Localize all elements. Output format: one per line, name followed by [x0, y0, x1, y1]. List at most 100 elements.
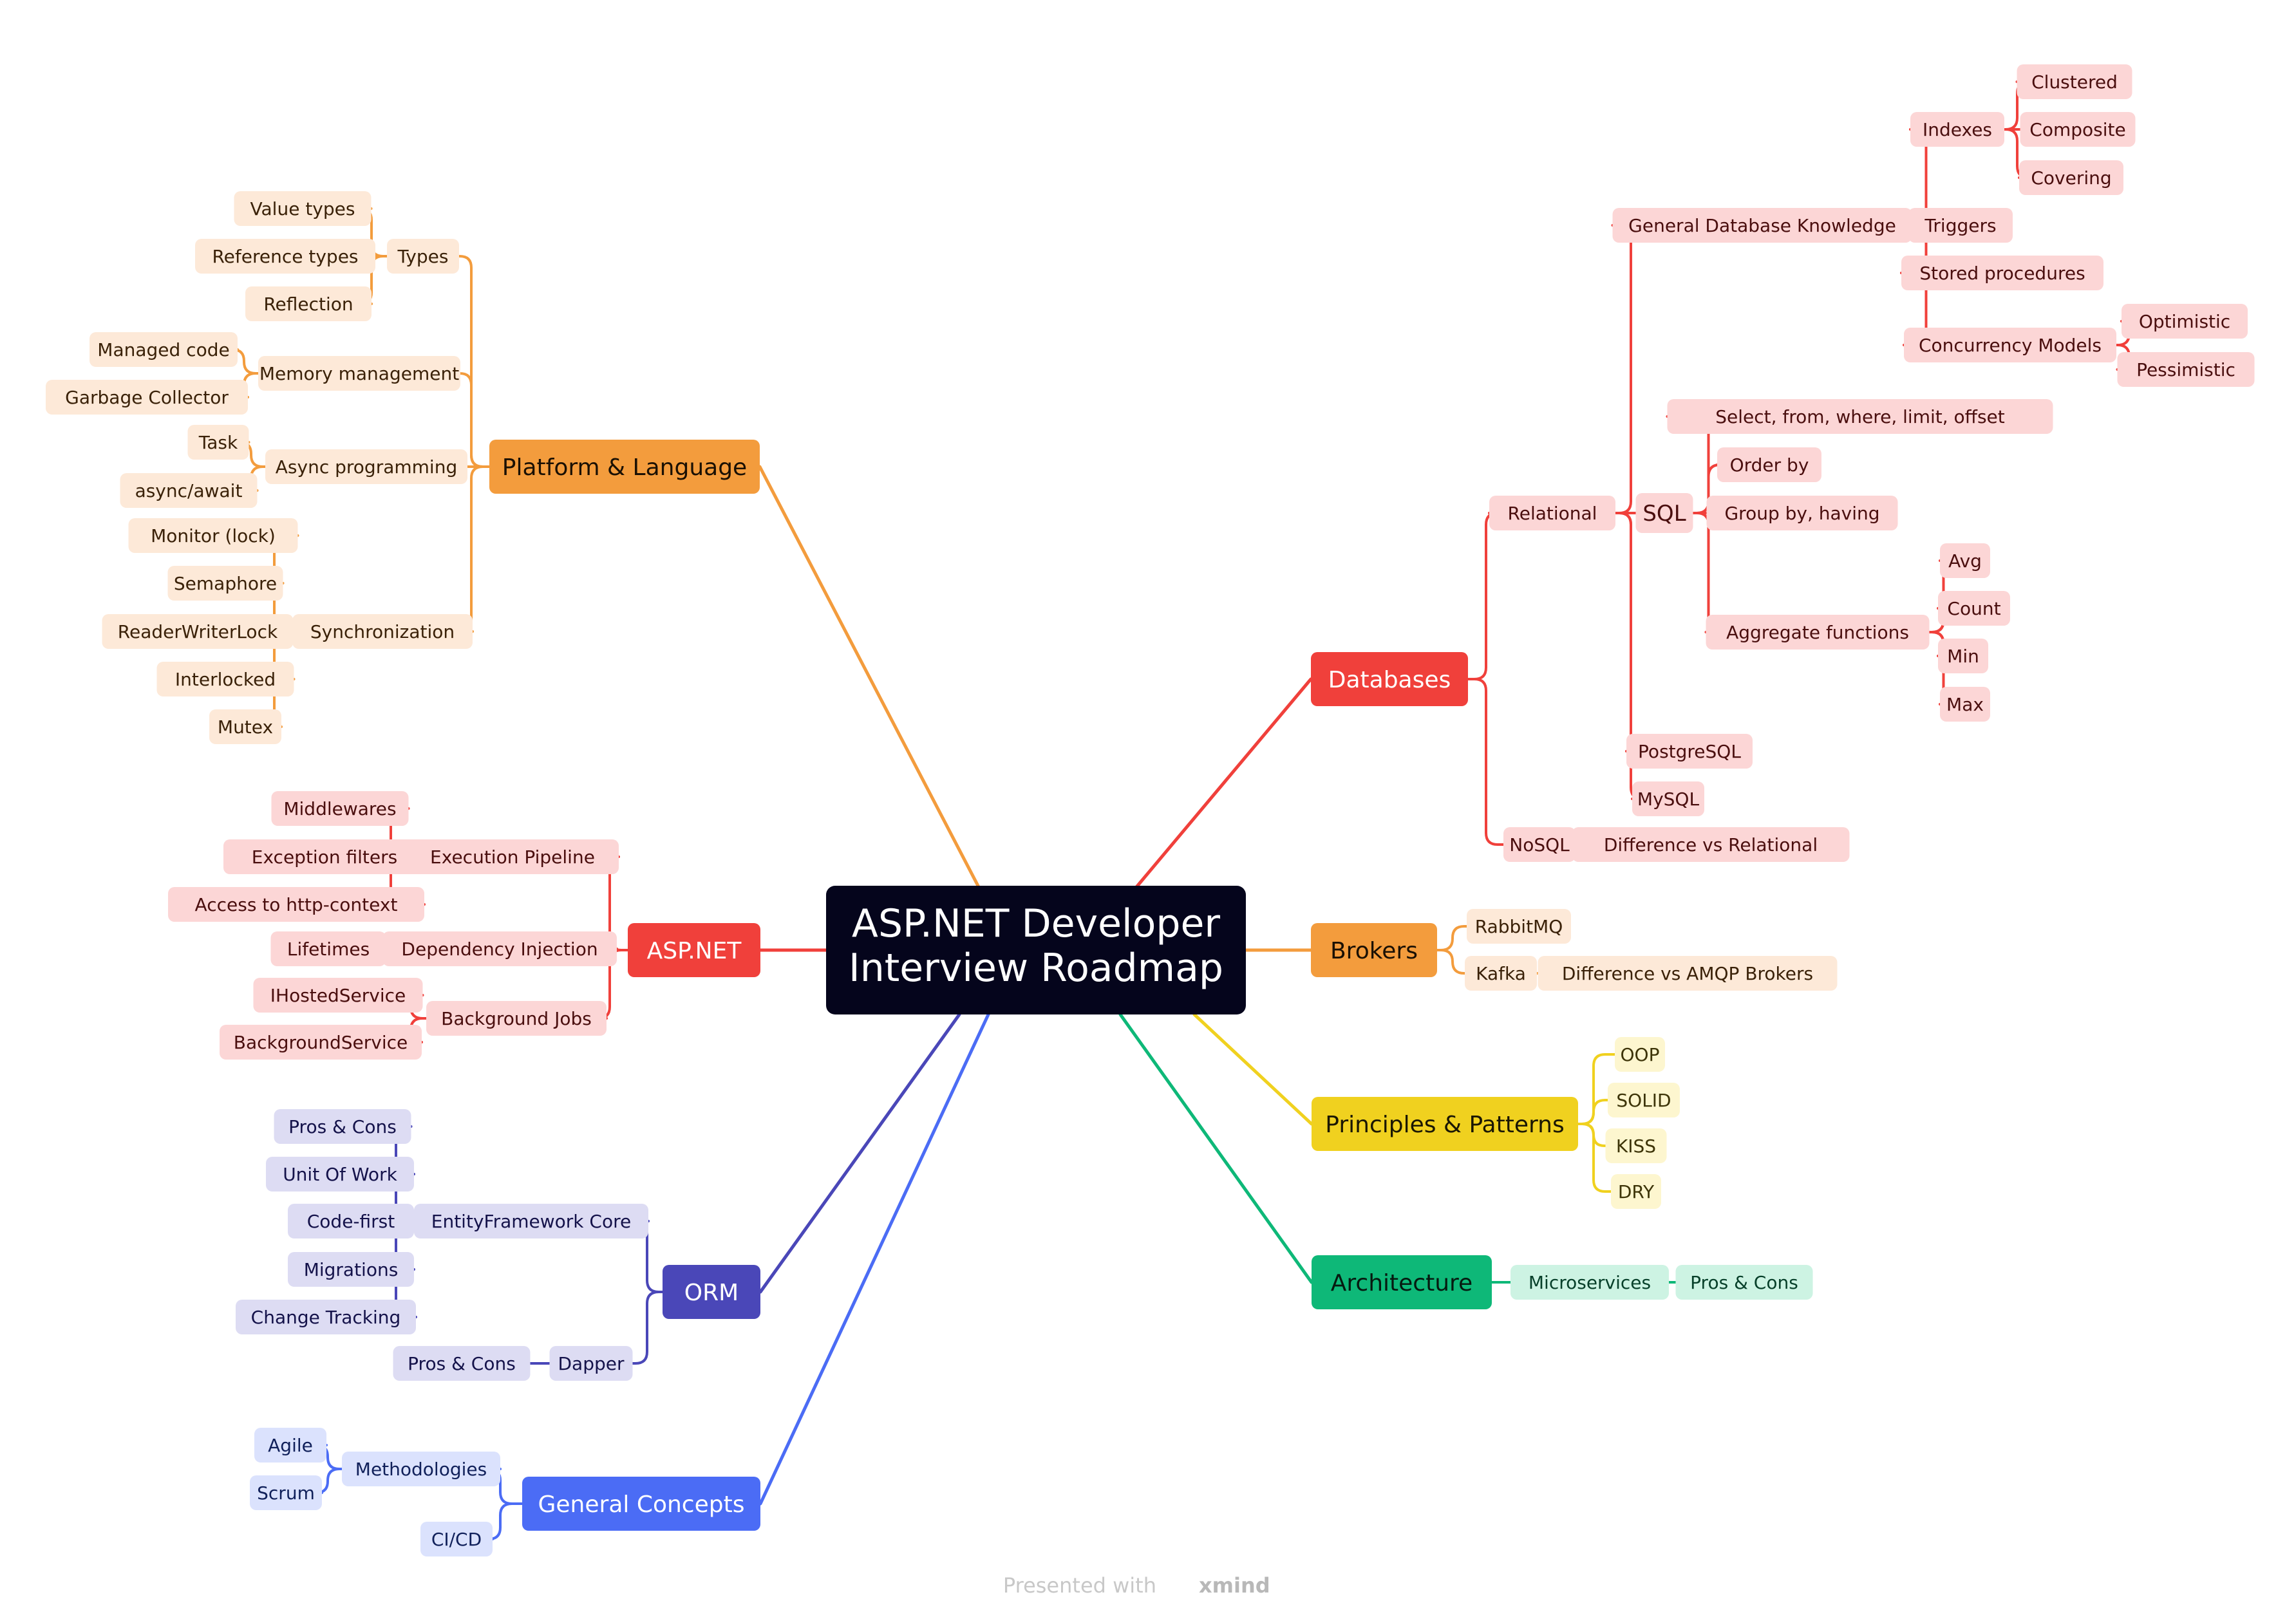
node-dry[interactable]: DRY — [1611, 1174, 1661, 1209]
node-scrum[interactable]: Scrum — [250, 1475, 322, 1510]
node-pipe[interactable]: Execution Pipeline — [406, 839, 619, 874]
node-nosqld[interactable]: Difference vs Relational — [1572, 827, 1850, 862]
node-kiss[interactable]: KISS — [1605, 1128, 1667, 1163]
node-oop[interactable]: OOP — [1615, 1037, 1665, 1072]
root-title-line: Interview Roadmap — [849, 946, 1223, 991]
node-kafka[interactable]: Kafka — [1465, 956, 1537, 991]
node-memory[interactable]: Memory management — [258, 356, 460, 391]
node-sem[interactable]: Semaphore — [167, 566, 283, 601]
node-gc[interactable]: Garbage Collector — [46, 380, 248, 415]
node-label: KISS — [1616, 1136, 1656, 1157]
node-rwl[interactable]: ReaderWriterLock — [102, 614, 294, 649]
node-di[interactable]: Dependency Injection — [382, 931, 617, 966]
root-connector — [758, 1013, 990, 1506]
node-my[interactable]: MySQL — [1632, 781, 1704, 816]
node-max[interactable]: Max — [1940, 687, 1990, 722]
node-ihs[interactable]: IHostedService — [253, 978, 423, 1013]
node-label: Code-first — [307, 1211, 395, 1232]
node-nosql[interactable]: NoSQL — [1503, 827, 1576, 862]
node-solid[interactable]: SOLID — [1608, 1083, 1680, 1117]
node-box — [1901, 256, 2103, 290]
connector-line — [1577, 1123, 1612, 1193]
node-box — [258, 356, 460, 391]
node-amqp[interactable]: Difference vs AMQP Brokers — [1538, 956, 1838, 991]
node-brokers[interactable]: Brokers — [1311, 923, 1437, 977]
node-cov[interactable]: Covering — [2019, 160, 2123, 195]
node-avg[interactable]: Avg — [1940, 543, 1990, 578]
node-orm[interactable]: ORM — [663, 1265, 760, 1319]
node-pc1[interactable]: Pros & Cons — [274, 1109, 411, 1144]
node-box — [1706, 496, 1898, 530]
node-mc[interactable]: Managed code — [89, 332, 238, 367]
node-min[interactable]: Min — [1938, 639, 1988, 673]
connector-line — [458, 465, 491, 633]
node-databases[interactable]: Databases — [1311, 652, 1468, 706]
node-box — [1311, 652, 1468, 706]
node-rt[interactable]: Reference types — [195, 239, 375, 274]
node-intl[interactable]: Interlocked — [156, 662, 294, 696]
node-box — [46, 380, 248, 415]
node-pc2[interactable]: Pros & Cons — [393, 1346, 531, 1381]
footer-brand-logo: xmind — [1199, 1573, 1270, 1598]
node-label: Min — [1947, 646, 1979, 667]
node-cnt[interactable]: Count — [1938, 591, 2010, 626]
node-refl[interactable]: Reflection — [245, 286, 372, 321]
node-label: Middlewares — [283, 798, 396, 819]
node-idx[interactable]: Indexes — [1910, 112, 2004, 147]
node-comp[interactable]: Composite — [2020, 112, 2136, 147]
node-sp[interactable]: Stored procedures — [1901, 256, 2103, 290]
connector-line — [458, 255, 491, 468]
node-pes[interactable]: Pessimistic — [2117, 352, 2255, 387]
node-meth[interactable]: Methodologies — [342, 1452, 500, 1486]
node-label: Aggregate functions — [1726, 622, 1909, 643]
node-jobs[interactable]: Background Jobs — [426, 1001, 607, 1036]
node-micro[interactable]: Microservices — [1510, 1265, 1669, 1300]
node-principles[interactable]: Principles & Patterns — [1312, 1097, 1578, 1151]
node-agg[interactable]: Aggregate functions — [1706, 615, 1930, 650]
node-life[interactable]: Lifetimes — [270, 931, 386, 966]
node-mw[interactable]: Middlewares — [271, 791, 409, 826]
node-efc[interactable]: EntityFramework Core — [414, 1204, 648, 1238]
node-grp[interactable]: Group by, having — [1706, 496, 1898, 530]
node-box — [253, 978, 423, 1013]
node-task[interactable]: Task — [187, 425, 249, 460]
node-rel[interactable]: Relational — [1489, 496, 1615, 530]
node-sync[interactable]: Synchronization — [292, 614, 473, 649]
node-ctx[interactable]: Access to http-context — [168, 887, 424, 922]
node-agile[interactable]: Agile — [254, 1428, 326, 1463]
node-platform[interactable]: Platform & Language — [489, 440, 760, 494]
node-types[interactable]: Types — [387, 239, 459, 274]
node-mon[interactable]: Monitor (lock) — [128, 518, 298, 553]
node-aspnet[interactable]: ASP.NET — [628, 923, 760, 977]
node-vt[interactable]: Value types — [234, 191, 372, 226]
node-sel[interactable]: Select, from, where, limit, offset — [1667, 399, 2053, 434]
node-cm[interactable]: Concurrency Models — [1904, 328, 2116, 362]
node-gdk[interactable]: General Database Knowledge — [1612, 208, 1912, 243]
node-ord[interactable]: Order by — [1717, 447, 1821, 482]
node-mig[interactable]: Migrations — [288, 1252, 414, 1287]
node-pc3[interactable]: Pros & Cons — [1675, 1265, 1813, 1300]
node-cf[interactable]: Code-first — [288, 1204, 414, 1238]
node-general[interactable]: General Concepts — [522, 1477, 760, 1531]
node-trig[interactable]: Triggers — [1908, 208, 2013, 243]
node-pg[interactable]: PostgreSQL — [1626, 734, 1753, 769]
node-async[interactable]: Async programming — [265, 449, 467, 484]
node-opt[interactable]: Optimistic — [2122, 304, 2248, 339]
node-clus[interactable]: Clustered — [2017, 64, 2132, 99]
node-label: Managed code — [97, 339, 229, 360]
node-sql[interactable]: SQL — [1635, 493, 1693, 533]
node-rabbit[interactable]: RabbitMQ — [1467, 909, 1571, 944]
node-mutex[interactable]: Mutex — [209, 709, 281, 744]
node-label: SQL — [1642, 501, 1686, 527]
node-cicd[interactable]: CI/CD — [420, 1522, 493, 1556]
node-label: Avg — [1948, 550, 1982, 572]
node-architecture[interactable]: Architecture — [1312, 1255, 1492, 1309]
node-ct[interactable]: Change Tracking — [236, 1300, 416, 1334]
node-aa[interactable]: async/await — [120, 473, 258, 508]
node-label: NoSQL — [1509, 834, 1570, 855]
node-uow[interactable]: Unit Of Work — [266, 1157, 414, 1192]
node-dapper[interactable]: Dapper — [549, 1346, 633, 1381]
node-ef[interactable]: Exception filters — [223, 839, 426, 874]
node-bgs[interactable]: BackgroundService — [220, 1025, 422, 1060]
